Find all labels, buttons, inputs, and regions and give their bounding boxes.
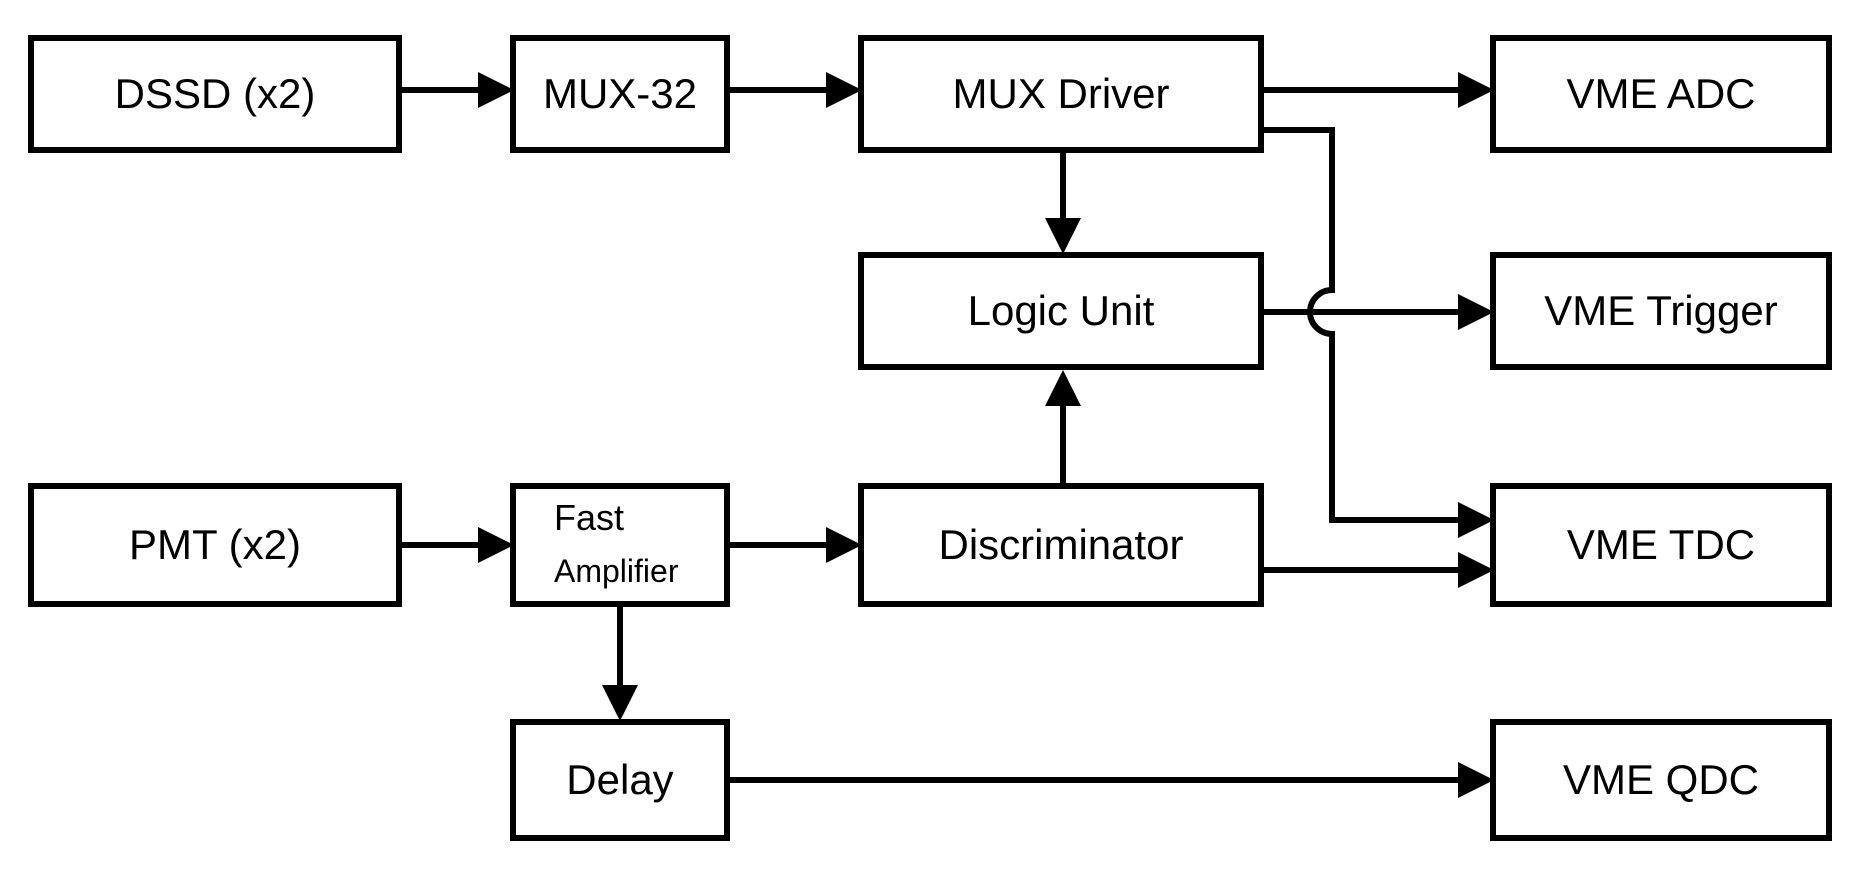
vme-trigger-label: VME Trigger: [1544, 287, 1778, 334]
dssd-block: DSSD (x2): [28, 35, 402, 153]
logic-unit-label: Logic Unit: [967, 287, 1155, 334]
mux-driver-label: MUX Driver: [952, 70, 1170, 117]
dssd-label: DSSD (x2): [114, 70, 316, 117]
vme-tdc-block: VME TDC: [1490, 483, 1832, 607]
delay-label: Delay: [566, 756, 674, 803]
vme-tdc-label: VME TDC: [1566, 521, 1756, 568]
arrow-muxdriver-to-vmetdc: [1264, 127, 1494, 538]
vme-adc-block: VME ADC: [1490, 35, 1832, 153]
discriminator-block: Discriminator: [858, 483, 1264, 607]
vme-adc-label: VME ADC: [1566, 70, 1756, 117]
vme-qdc-label: VME QDC: [1562, 756, 1759, 803]
discriminator-label: Discriminator: [938, 521, 1184, 568]
pmt-block: PMT (x2): [28, 483, 402, 607]
mux-driver-block: MUX Driver: [858, 35, 1264, 153]
vme-trigger-block: VME Trigger: [1490, 252, 1832, 370]
fast-amplifier-block: Fast Amplifier: [510, 483, 730, 607]
fast-amplifier-label-line2: Amplifier: [554, 553, 679, 589]
fast-amplifier-label-line1: Fast: [554, 497, 625, 538]
logic-unit-block: Logic Unit: [858, 252, 1264, 370]
mux32-block: MUX-32: [510, 35, 730, 153]
delay-block: Delay: [510, 719, 730, 841]
mux32-label: MUX-32: [542, 70, 698, 117]
vme-qdc-block: VME QDC: [1490, 719, 1832, 841]
pmt-label: PMT (x2): [129, 521, 301, 568]
